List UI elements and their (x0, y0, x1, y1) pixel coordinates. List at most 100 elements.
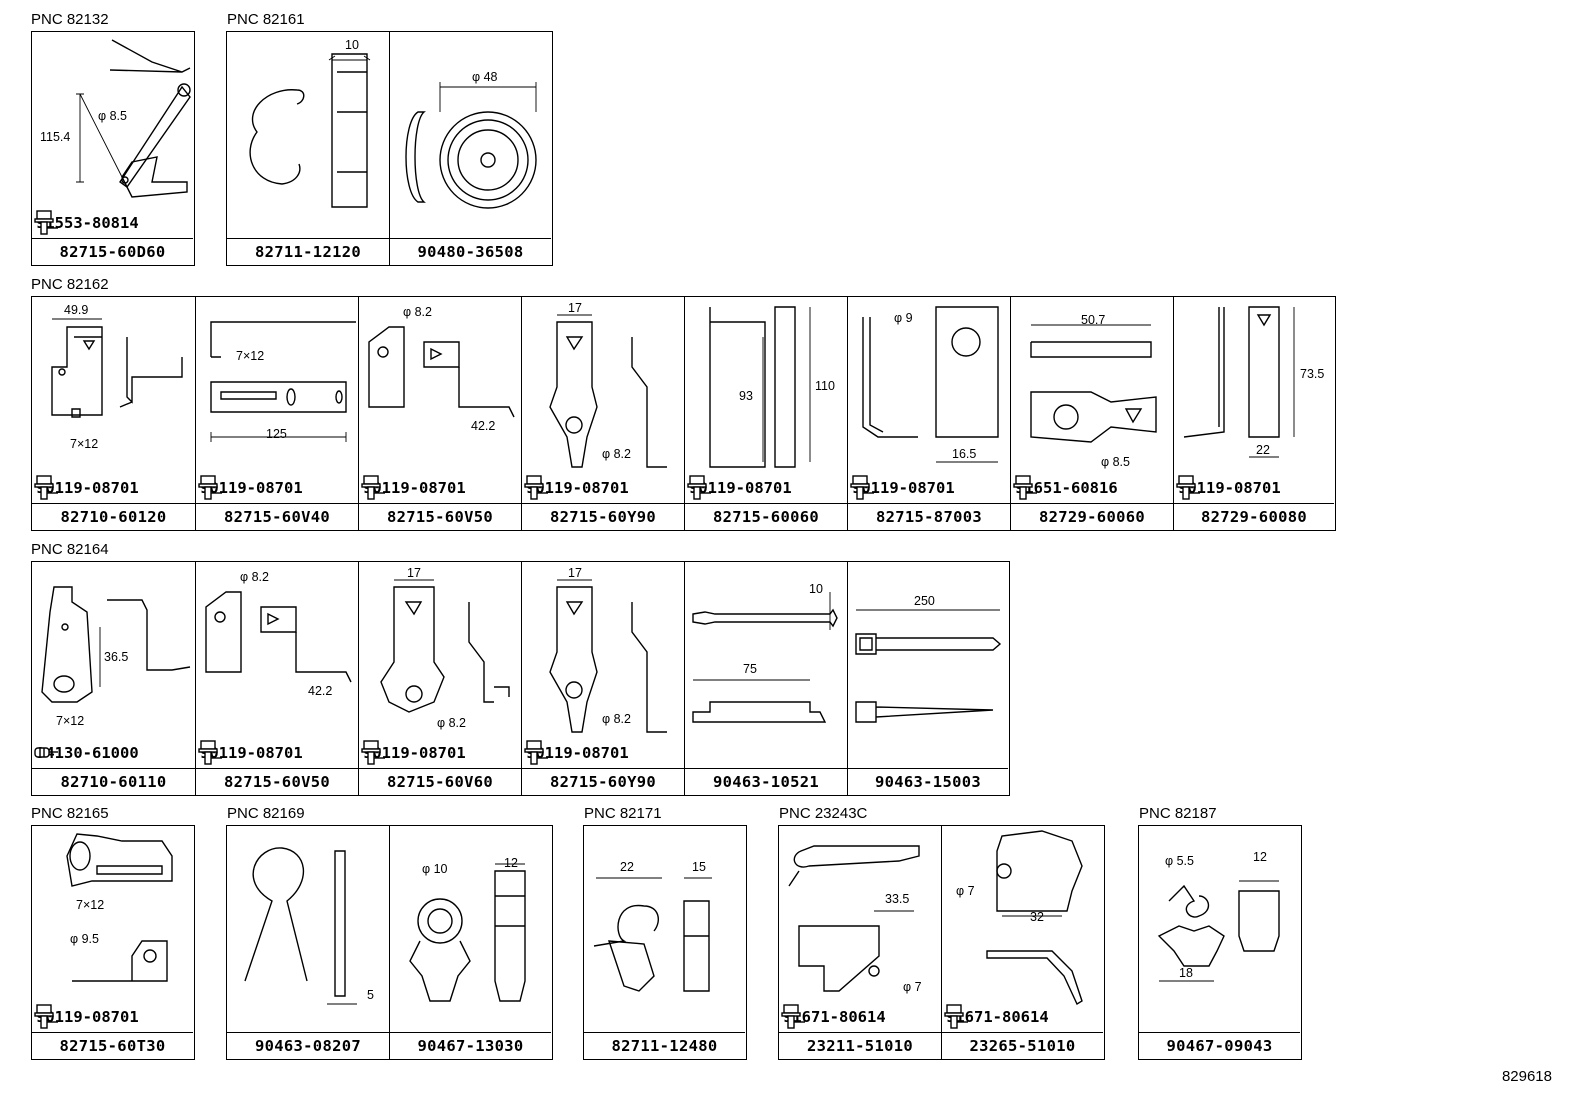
bolt-icon (361, 475, 385, 500)
part-cell[interactable]: φ 7 32 91671-80614 23265-51010 (941, 826, 1103, 1059)
part-cell[interactable]: 17 φ 8.2 90119-08701 82715-60Y90 (521, 562, 684, 795)
bolt-icon (850, 475, 874, 500)
part-number: 82729-60080 (1174, 503, 1334, 530)
bolt-icon (1176, 475, 1200, 500)
dimension-label: 12 (504, 856, 518, 870)
part-number: 90480-36508 (390, 238, 551, 265)
dimension-label: 17 (407, 566, 421, 580)
clip-drawing (593, 877, 712, 992)
part-group-82162: 49.9 7×12 90119-08701 82710-60120 7×12 1… (31, 296, 1336, 531)
part-cell[interactable]: 5 90463-08207 (227, 826, 389, 1059)
dimension-label: φ 8.2 (240, 570, 269, 584)
part-cell[interactable]: 17 φ 8.2 90119-08701 82715-60V60 (358, 562, 521, 795)
part-cell[interactable]: 7×12 125 90119-08701 82715-60V40 (195, 297, 358, 530)
dimension-label: 12 (1253, 850, 1267, 864)
bracket-drawing (76, 39, 191, 198)
dimension-label: 33.5 (885, 892, 910, 906)
bracket-drawing (66, 833, 173, 982)
part-cell[interactable]: 10 82711-12120 (227, 32, 389, 265)
dimension-label: 36.5 (104, 650, 129, 664)
part-cell[interactable]: 250 90463-15003 (847, 562, 1008, 795)
accessory-part-number: 90119-08701 (363, 479, 466, 497)
part-number: 90463-10521 (685, 768, 847, 795)
dimension-label: 17 (568, 566, 582, 580)
bracket-drawing (549, 579, 667, 733)
part-cell[interactable]: φ 9 16.5 90119-08701 82715-87003 (847, 297, 1010, 530)
part-cell[interactable]: 22 15 82711-12480 (584, 826, 745, 1059)
part-number: 82711-12120 (227, 238, 389, 265)
part-cell[interactable]: 115.4 φ 8.5 91553-80814 82715-60D60 (32, 32, 193, 265)
part-cell[interactable]: φ 48 90480-36508 (389, 32, 551, 265)
part-number: 90463-08207 (227, 1032, 389, 1059)
bolt-icon (1013, 475, 1037, 500)
dimension-label: φ 9 (894, 311, 913, 325)
part-cell[interactable]: 7×12 φ 9.5 90119-08701 82715-60T30 (32, 826, 193, 1059)
bolt-icon (34, 1004, 58, 1029)
accessory-part-number: 90119-08701 (36, 1008, 139, 1026)
part-cell[interactable]: φ 8.2 42.2 90119-08701 82715-60V50 (195, 562, 358, 795)
part-number: 23211-51010 (779, 1032, 941, 1059)
part-cell[interactable]: 49.9 7×12 90119-08701 82710-60120 (32, 297, 195, 530)
part-cell[interactable]: 50.7 φ 8.5 91651-60816 82729-60060 (1010, 297, 1173, 530)
dimension-label: 125 (266, 427, 287, 441)
dimension-label: φ 10 (422, 862, 448, 876)
part-cell[interactable]: φ 5.5 12 18 90467-09043 (1139, 826, 1300, 1059)
dimension-label: 250 (914, 594, 935, 608)
dimension-label: 7×12 (76, 898, 105, 912)
dimension-label: φ 8.2 (602, 712, 631, 726)
pnc-label: PNC 82169 (227, 805, 305, 822)
bolt-accessory: 90119-08701 (1176, 474, 1281, 502)
nut-icon (34, 747, 58, 758)
accessory-part-number: 90119-08701 (526, 744, 629, 762)
accessory-part-number: 90119-08701 (1178, 479, 1281, 497)
part-cell[interactable]: 17 φ 8.2 90119-08701 82715-60Y90 (521, 297, 684, 530)
part-number: 82729-60060 (1011, 503, 1173, 530)
part-number: 82715-60T30 (32, 1032, 193, 1059)
part-cell[interactable]: 10 75 90463-10521 (684, 562, 847, 795)
part-cell[interactable]: φ 8.2 42.2 90119-08701 82715-60V50 (358, 297, 521, 530)
pin-drawing (244, 847, 357, 1005)
bracket-drawing (210, 321, 356, 442)
pnc-label: PNC 82162 (31, 276, 109, 293)
nut-accessory: 94130-61000 (34, 739, 139, 767)
part-group-23243c: 33.5 φ 7 91671-80614 23211-51010 φ 7 32 … (778, 825, 1105, 1060)
pnc-label: PNC 82165 (31, 805, 109, 822)
part-number: 82715-60060 (685, 503, 847, 530)
bolt-icon (198, 740, 222, 765)
accessory-part-number: 90119-08701 (200, 744, 303, 762)
accessory-part-number: 90119-08701 (200, 479, 303, 497)
bolt-accessory: 90119-08701 (850, 474, 955, 502)
part-cell[interactable]: 73.5 22 90119-08701 82729-60080 (1173, 297, 1334, 530)
bracket-drawing (862, 306, 999, 463)
bolt-icon (198, 475, 222, 500)
dimension-label: 32 (1030, 910, 1044, 924)
part-group-82132: 115.4 φ 8.5 91553-80814 82715-60D60 (31, 31, 195, 266)
part-group-82169: 5 90463-08207 φ 10 12 90467-13030 (226, 825, 553, 1060)
dimension-label: φ 8.5 (98, 109, 127, 123)
bracket-drawing (1183, 306, 1295, 458)
accessory-part-number: 90119-08701 (852, 479, 955, 497)
bolt-icon (687, 475, 711, 500)
bolt-icon (34, 210, 58, 235)
cable-tie-drawing (692, 592, 838, 723)
dimension-label: 7×12 (56, 714, 85, 728)
part-cell[interactable]: φ 10 12 90467-13030 (389, 826, 551, 1059)
dimension-label: φ 8.2 (403, 305, 432, 319)
accessory-part-number: 91671-80614 (946, 1008, 1049, 1026)
grommet-drawing (405, 82, 537, 209)
bolt-accessory: 90119-08701 (198, 739, 303, 767)
part-cell[interactable]: 93 110 90119-08701 82715-60060 (684, 297, 847, 530)
bolt-accessory: 90119-08701 (524, 474, 629, 502)
dimension-label: φ 8.2 (437, 716, 466, 730)
part-cell[interactable]: 33.5 φ 7 91671-80614 23211-51010 (779, 826, 941, 1059)
part-group-82171: 22 15 82711-12480 (583, 825, 747, 1060)
part-number: 82710-60110 (32, 768, 195, 795)
dimension-label: φ 5.5 (1165, 854, 1194, 868)
bracket-drawing (368, 326, 515, 418)
part-number: 82715-60V50 (359, 503, 521, 530)
part-number: 82715-60Y90 (522, 503, 684, 530)
bolt-icon (944, 1004, 968, 1029)
dimension-label: 5 (367, 988, 374, 1002)
part-cell[interactable]: 36.5 7×12 94130-61000 82710-60110 (32, 562, 195, 795)
dimension-label: φ 8.5 (1101, 455, 1130, 469)
